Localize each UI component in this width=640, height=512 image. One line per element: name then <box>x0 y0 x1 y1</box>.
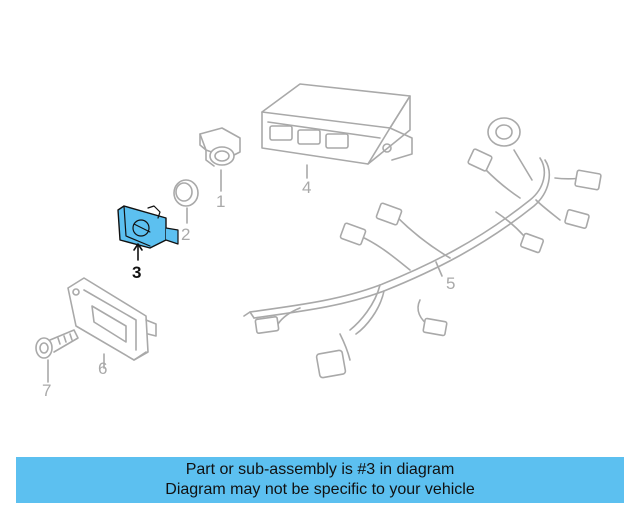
module-part-6[interactable] <box>67 277 157 361</box>
callout-4[interactable]: 4 <box>302 178 311 197</box>
callout-7[interactable]: 7 <box>42 381 51 400</box>
sensor-bracket-part-3[interactable] <box>117 205 179 249</box>
sensor-cap-part-2[interactable] <box>173 179 199 207</box>
leader-line-5 <box>435 261 443 277</box>
wiring-harness-part-5[interactable] <box>243 117 602 379</box>
callout-2[interactable]: 2 <box>181 225 190 244</box>
parking-sensor-part-1[interactable] <box>199 127 241 167</box>
callout-1[interactable]: 1 <box>216 192 225 211</box>
bolt-part-7[interactable] <box>35 329 79 359</box>
control-module-part-4[interactable] <box>261 83 413 165</box>
callout-6[interactable]: 6 <box>98 359 107 378</box>
callout-5[interactable]: 5 <box>446 274 455 293</box>
banner-line-1: Part or sub-assembly is #3 in diagram <box>185 461 455 478</box>
info-banner: Part or sub-assembly is #3 in diagram Di… <box>16 457 624 503</box>
callout-3[interactable]: 3 <box>132 263 141 282</box>
banner-line-2: Diagram may not be specific to your vehi… <box>165 481 475 498</box>
leader-arrow-3 <box>133 243 143 251</box>
